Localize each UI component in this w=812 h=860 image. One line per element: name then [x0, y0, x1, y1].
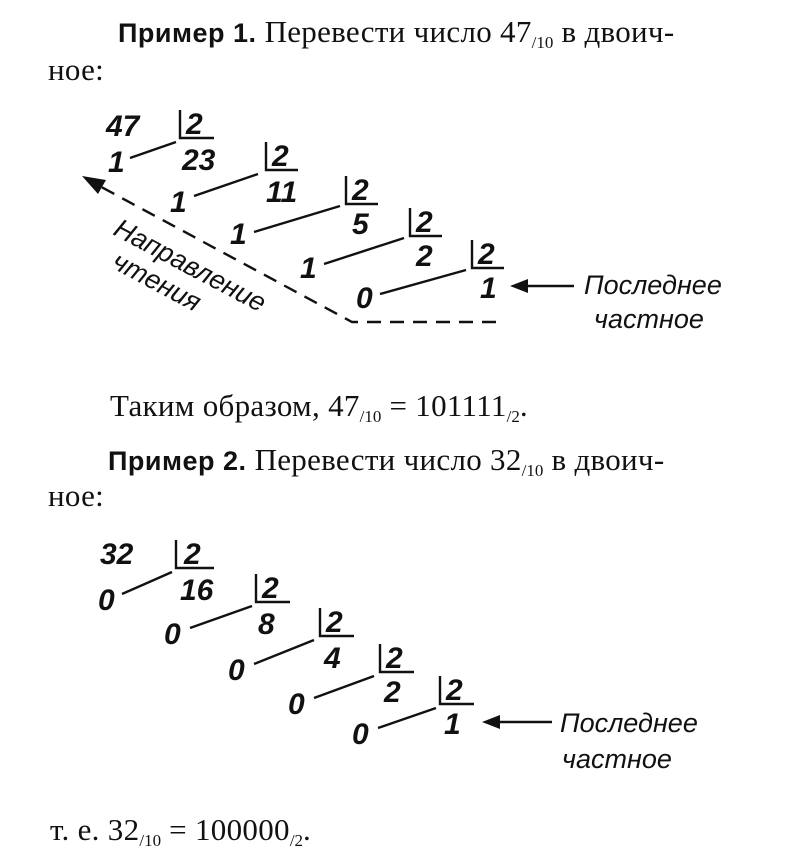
example1-text-before: Перевести число 47 [264, 14, 532, 49]
example1-divisor: 2 [477, 238, 495, 271]
example2-last-quotient-label-line2: частное [562, 744, 672, 774]
example1-last-quotient-arrow [510, 279, 574, 293]
example2-remainder: 0 [352, 718, 369, 751]
example2-quotient: 2 [383, 676, 401, 709]
example1-quotient: 11 [266, 176, 297, 209]
example2-divisor: 2 [445, 674, 463, 707]
example1-connector-lines [129, 140, 467, 296]
example1-heading-line2: ное: [48, 52, 105, 87]
example1-last-quotient-label-line2: частное [594, 304, 704, 334]
example2-division-brackets [174, 540, 474, 706]
example1-result-mid: = 101111 [381, 388, 507, 423]
example2-remainder: 0 [98, 584, 115, 617]
example2-quotient: 8 [258, 608, 275, 641]
example2-remainder: 0 [228, 654, 245, 687]
example1-quotient: 5 [352, 208, 370, 241]
example1-divisors: 2 2 2 2 2 [185, 108, 495, 271]
example1-text-sub: /10 [531, 33, 554, 52]
example2-quotient: 16 [180, 574, 214, 607]
example1-divisor: 2 [271, 140, 289, 173]
example2-quotient: 4 [323, 642, 341, 675]
example2-divisor: 2 [385, 642, 403, 675]
example2-text-sub: /10 [521, 461, 544, 480]
example1-quotient: 2 [415, 240, 433, 273]
example2-result-sub2: /2 [289, 831, 304, 850]
example1-reading-direction-arrow [82, 176, 496, 324]
example1-last-quotient-label-line1: Последнее [584, 270, 722, 300]
example2-heading-line1: Пример 2. Перевести число 32/10 в двоич- [108, 442, 664, 489]
example2-division-diagram: 32 2 2 2 2 2 16 8 4 2 1 0 0 0 0 0 Послед… [98, 538, 698, 774]
example2-text-after: в двоич- [543, 442, 665, 477]
example1-heading-line1: Пример 1. Перевести число 47/10 в двоич- [118, 14, 674, 61]
example2-result-sub1: /10 [139, 831, 162, 850]
example1-remainder: 1 [300, 252, 317, 285]
example2-quotient: 1 [444, 708, 461, 741]
example1-quotient: 1 [480, 272, 497, 305]
example1-result: Таким образом, 47/10 = 101111/2. [110, 388, 528, 435]
example2-divisor: 2 [261, 572, 279, 605]
example2-remainders: 0 0 0 0 0 [98, 584, 369, 751]
example2-start-number: 32 [100, 538, 134, 571]
example2-remainder: 0 [164, 618, 181, 651]
example1-division-diagram: 47 2 2 2 2 2 23 11 5 2 1 1 1 1 1 0 [82, 108, 722, 334]
example2-label: Пример 2. [108, 446, 247, 476]
example1-result-end: . [519, 388, 528, 423]
example2-result-mid: = 100000 [161, 812, 290, 847]
example1-divisor: 2 [351, 174, 369, 207]
example1-remainders: 1 1 1 1 0 [108, 146, 373, 315]
example2-divisor: 2 [325, 606, 343, 639]
example2-text-before: Перевести число 32 [254, 442, 522, 477]
example1-remainder: 0 [356, 282, 373, 315]
example1-text-after: в двоич- [553, 14, 675, 49]
example1-quotients: 23 11 5 2 1 [181, 144, 497, 305]
example1-divisor: 2 [185, 108, 203, 141]
example2-result: т. е. 32/10 = 100000/2. [50, 812, 311, 859]
example1-result-sub1: /10 [359, 407, 382, 426]
example2-result-end: . [303, 812, 312, 847]
example1-start-number: 47 [105, 110, 141, 143]
example1-quotient: 23 [181, 144, 216, 177]
example1-remainder: 1 [230, 218, 247, 251]
example2-heading-line2: ное: [48, 478, 105, 513]
example2-remainder: 0 [288, 688, 305, 721]
example1-label: Пример 1. [118, 18, 257, 48]
example1-division-brackets [178, 110, 504, 270]
example1-divisor: 2 [415, 206, 433, 239]
example1-remainder: 1 [108, 146, 125, 179]
example2-last-quotient-arrow [482, 715, 552, 729]
example2-quotients: 16 8 4 2 1 [180, 574, 461, 741]
example1-result-before: Таким образом, 47 [110, 388, 360, 423]
example2-last-quotient-label-line1: Последнее [560, 708, 698, 738]
example2-connector-lines [121, 570, 437, 730]
example2-divisors: 2 2 2 2 2 [183, 538, 463, 707]
example2-result-before: т. е. 32 [50, 812, 140, 847]
example1-remainder: 1 [170, 186, 187, 219]
example1-result-sub2: /2 [506, 407, 520, 426]
example2-divisor: 2 [183, 538, 201, 571]
